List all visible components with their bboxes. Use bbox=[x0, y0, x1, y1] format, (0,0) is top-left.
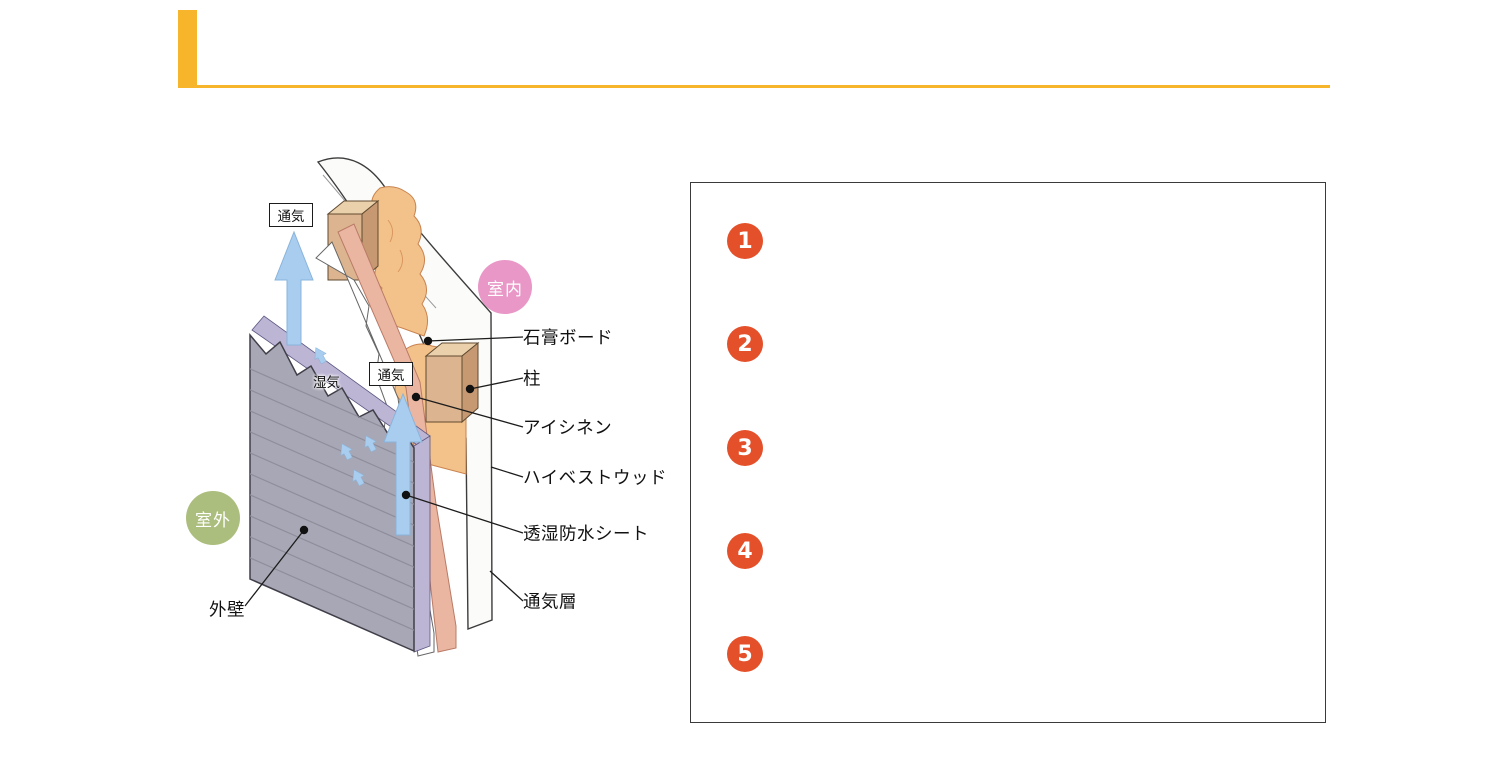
label-gypsum-board: 石膏ボード bbox=[523, 328, 613, 349]
moisture-arrows bbox=[314, 347, 377, 487]
moisture-label: 湿気 bbox=[313, 375, 340, 391]
accent-rule bbox=[178, 85, 1330, 88]
outdoor-badge: 室外 bbox=[186, 491, 240, 545]
notes-panel: 1 2 3 4 5 bbox=[690, 182, 1326, 723]
vent-badge-top: 通気 bbox=[269, 203, 313, 227]
airflow-arrow-mid bbox=[383, 392, 423, 536]
note-marker-1: 1 bbox=[727, 223, 763, 259]
airflow-arrow-top bbox=[274, 230, 314, 346]
furring-layer-strip bbox=[413, 435, 431, 653]
note-marker-4: 4 bbox=[727, 533, 763, 569]
label-icynene: アイシネン bbox=[523, 418, 613, 439]
label-exterior-wall: 外壁 bbox=[209, 600, 245, 621]
label-dots bbox=[299, 336, 475, 535]
wall-construction-diagram: 通気 通気 湿気 室内 室外 石膏ボード 柱 アイシネン ハイベストウッド 透湿… bbox=[186, 157, 667, 657]
insulation-top-texture bbox=[387, 219, 404, 273]
label-waterproof-sheet: 透湿防水シート bbox=[523, 524, 649, 545]
stud-mid-shape bbox=[424, 341, 480, 424]
note-marker-2: 2 bbox=[727, 326, 763, 362]
note-marker-5: 5 bbox=[727, 636, 763, 672]
leader-lines bbox=[244, 336, 524, 607]
siding-lines bbox=[250, 367, 414, 632]
label-ventilation-layer: 通気層 bbox=[523, 592, 577, 613]
indoor-badge: 室内 bbox=[478, 260, 532, 314]
accent-bar bbox=[178, 10, 197, 85]
wall-diagram-svg bbox=[244, 157, 524, 657]
vent-badge-mid: 通気 bbox=[369, 362, 413, 386]
label-hybestwood: ハイベストウッド bbox=[523, 468, 667, 489]
note-marker-3: 3 bbox=[727, 430, 763, 466]
label-pillar: 柱 bbox=[523, 369, 541, 390]
